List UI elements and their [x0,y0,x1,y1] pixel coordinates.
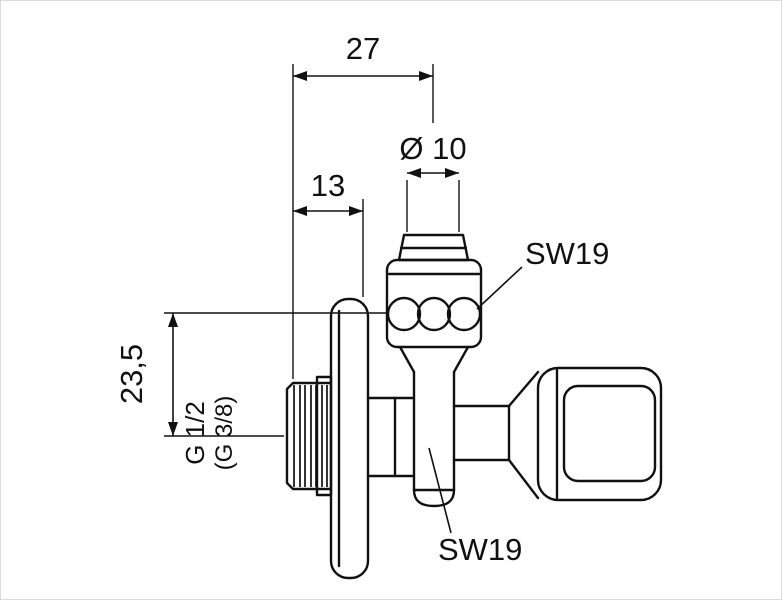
thread-g38-label: (G 3/8) [211,396,238,471]
nut-flat-left [386,296,422,332]
nut-outline [385,258,483,349]
dimension-27: 27 [292,31,434,379]
nut-flat-right [446,296,482,332]
cone-bottom [507,458,540,500]
handle-face [562,384,657,483]
diameter-10-label: Ø 10 [399,131,466,166]
sw19-bottom-label: SW19 [438,532,522,567]
right-outlet [452,370,540,500]
escutcheon-plate [329,297,370,580]
thread-hatching [293,385,328,487]
callout-sw19-bottom: SW19 [428,447,522,567]
thread-nipple [285,381,333,491]
dimension-13: 13 [293,168,364,297]
left-connector [366,396,416,478]
valve-body [285,233,663,580]
cone-top [507,370,540,408]
escutcheon-outline [329,297,370,580]
sw19-top-label: SW19 [525,236,609,271]
thread-labels: G 1/2 (G 3/8) [180,396,238,471]
neck-left [398,345,416,374]
dimension-23-5: 23,5 [114,312,387,437]
vertical-pipe [398,345,470,508]
leader-line [476,266,523,310]
thread-collar [315,375,333,497]
dimension-diameter-10: Ø 10 [399,131,467,232]
dimension-23-5-label: 23,5 [114,344,149,404]
handle-outline [536,366,663,502]
compression-cap [397,233,470,262]
nut-flat-center [416,296,452,332]
thread-nipple-outline [285,381,333,491]
handle [536,366,663,502]
thread-g12-label: G 1/2 [180,401,210,465]
neck-right [452,345,470,374]
callout-sw19-top: SW19 [476,236,609,310]
pipe-bottom-cap [412,488,456,508]
dimension-13-label: 13 [311,168,345,203]
union-nut-sw19 [385,258,483,349]
dimension-27-label: 27 [346,31,380,66]
